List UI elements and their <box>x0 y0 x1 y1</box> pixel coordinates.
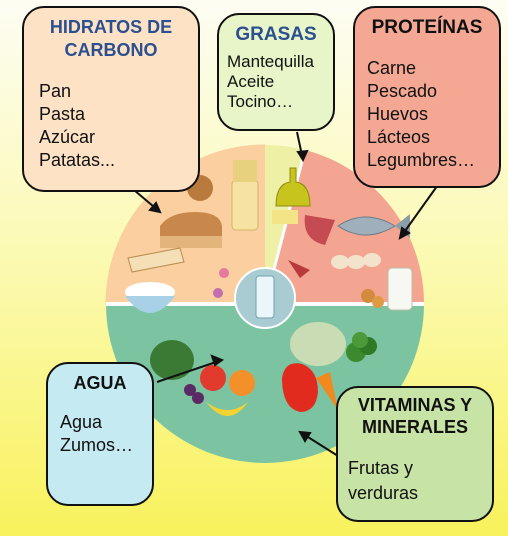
carrot-icon <box>316 372 338 410</box>
proteins-item: Carne <box>367 58 417 78</box>
bread-loaf-icon <box>127 212 222 273</box>
proteins-items: Carne Pescado Huevos Lácteos Legumbres… <box>367 57 487 172</box>
arrow-fats-head <box>296 149 309 163</box>
arrow-water-head <box>210 354 225 367</box>
butter-icon <box>272 210 298 224</box>
water-label-box: AGUA Agua Zumos… <box>46 362 154 506</box>
candy-icon <box>213 268 229 298</box>
vitamins-items: Frutas y verduras <box>348 456 482 506</box>
proteins-item: Lácteos <box>367 127 431 147</box>
apple-icon <box>200 365 226 391</box>
carbs-item: Pasta <box>39 104 86 124</box>
fats-label-box: GRASAS Mantequilla Aceite Tocino… <box>217 13 335 131</box>
carbs-item: Azúcar <box>39 127 96 147</box>
fats-item: Aceite <box>227 72 275 91</box>
fats-item: Tocino… <box>227 92 294 111</box>
arrow-proteins <box>399 181 441 239</box>
water-items: Agua Zumos… <box>60 411 140 457</box>
grapes-icon <box>184 384 204 404</box>
orange-icon <box>229 370 255 396</box>
broccoli-icon <box>346 332 377 362</box>
banana-icon <box>206 402 248 416</box>
fats-item: Mantequilla <box>227 52 314 71</box>
watermelon-icon <box>150 340 194 380</box>
pasta-jar-icon <box>231 160 259 231</box>
carbs-title: HIDRATOS DE CARBONO <box>49 17 173 60</box>
eggs-icon <box>331 253 381 269</box>
carbs-item: Pan <box>39 81 72 101</box>
fats-title: GRASAS <box>235 24 317 45</box>
proteins-item: Huevos <box>367 104 429 124</box>
ham-icon <box>304 215 335 245</box>
carbs-label-box: HIDRATOS DE CARBONO Pan Pasta Azúcar Pat… <box>22 6 200 192</box>
vitamins-label-box: VITAMINAS Y MINERALES Frutas y verduras <box>336 386 494 522</box>
vitamins-title: VITAMINAS Y MINERALES <box>357 395 473 437</box>
carbs-items: Pan Pasta Azúcar Patatas... <box>36 80 186 172</box>
proteins-item: Legumbres… <box>367 150 476 170</box>
proteins-item: Pescado <box>367 81 438 101</box>
water-bottle-icon <box>255 275 275 319</box>
carbs-item: Patatas... <box>39 150 116 170</box>
vitamins-item: Frutas y <box>348 458 414 478</box>
rice-bowl-icon <box>125 282 175 313</box>
milk-bottle-icon <box>387 267 413 311</box>
cabbage-icon <box>290 322 346 366</box>
vitamins-item: verduras <box>348 483 419 503</box>
water-item: Zumos… <box>60 435 134 455</box>
fats-items: Mantequilla Aceite Tocino… <box>227 52 325 112</box>
arrow-veg-head <box>298 430 312 443</box>
water-title: AGUA <box>73 373 127 393</box>
arrows <box>133 131 441 457</box>
water-center-circle <box>234 267 296 329</box>
arrow-carbs-head <box>148 201 162 214</box>
arrow-proteins-head <box>398 226 411 240</box>
pepper-icon <box>282 363 318 412</box>
meat-icon <box>288 260 310 278</box>
water-item: Agua <box>60 412 103 432</box>
oil-bottle-icon <box>275 167 311 207</box>
proteins-title: PROTEÍNAS <box>371 17 483 38</box>
arrow-water <box>156 359 223 383</box>
proteins-label-box: PROTEÍNAS Carne Pescado Huevos Lácteos L… <box>353 6 501 188</box>
nuts-icon <box>361 289 384 308</box>
